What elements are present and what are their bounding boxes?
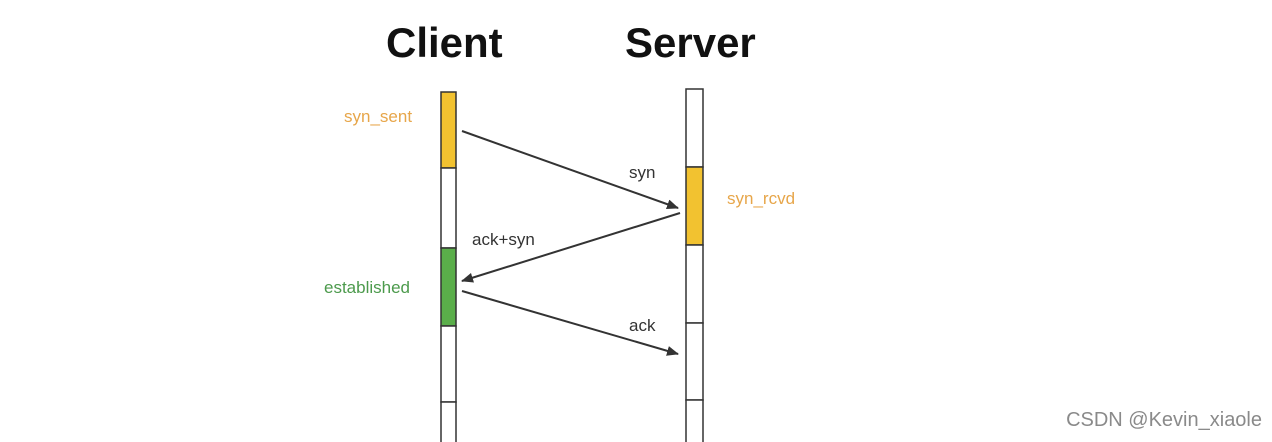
syn-rcvd-state-label: syn_rcvd xyxy=(727,189,796,208)
server-segment-blank-1 xyxy=(685,88,704,168)
server-segment-blank-4 xyxy=(685,399,704,442)
client-segment-blank-1 xyxy=(440,167,457,249)
server-segment-blank-2 xyxy=(685,244,704,324)
syn-sent-state-label: syn_sent xyxy=(344,107,413,126)
client-title: Client xyxy=(386,19,503,66)
ack-syn-message-label: ack+syn xyxy=(472,230,535,249)
server-segment-blank-3 xyxy=(685,322,704,401)
client-segment-blank-2 xyxy=(440,325,457,403)
syn-arrow xyxy=(461,130,679,210)
client-segment-syn-sent xyxy=(440,91,457,169)
client-segment-blank-3 xyxy=(440,401,457,442)
server-lifeline xyxy=(685,88,704,442)
server-title: Server xyxy=(625,19,756,66)
established-state-label: established xyxy=(324,278,411,297)
client-lifeline xyxy=(440,91,457,442)
ack-message-label: ack xyxy=(629,316,656,335)
client-segment-established xyxy=(440,247,457,327)
ack-arrow xyxy=(461,290,679,356)
syn-message-label: syn xyxy=(629,163,656,182)
ack-syn-arrow xyxy=(461,212,681,283)
csdn-watermark: CSDN @Kevin_xiaole xyxy=(1066,409,1262,431)
server-segment-syn-rcvd xyxy=(685,166,704,246)
